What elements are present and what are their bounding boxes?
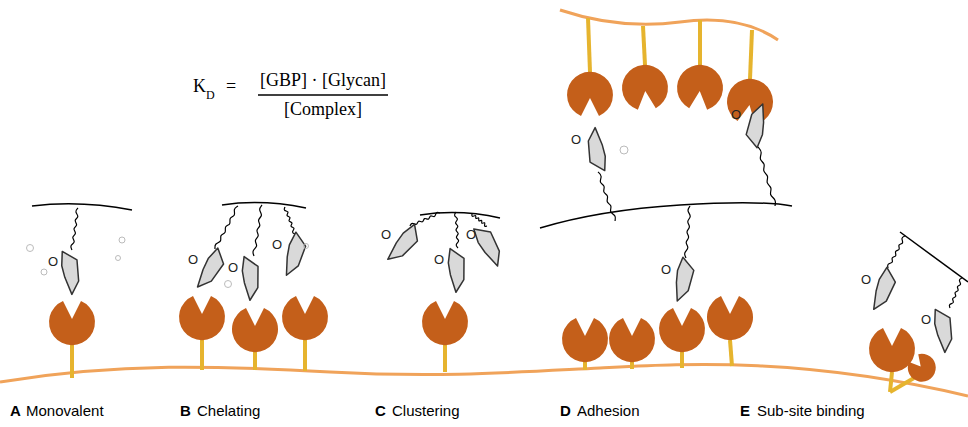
ring-oxygen: O	[861, 273, 871, 288]
panel-letter: D	[560, 402, 571, 419]
panel-title: Adhesion	[577, 402, 640, 419]
glycan-linker	[758, 147, 775, 206]
water-bubble	[27, 146, 629, 288]
formula-subscript: D	[206, 89, 215, 103]
panel-letter: C	[375, 402, 386, 419]
cell-membrane	[560, 10, 778, 40]
formula-equals: =	[226, 76, 236, 97]
ring-oxygen: O	[921, 313, 931, 328]
cell-membrane	[0, 365, 968, 396]
glycan-linker	[455, 212, 459, 248]
panel-title: Clustering	[392, 402, 460, 419]
ring-oxygen: O	[228, 261, 238, 276]
panel-title: Sub-site binding	[757, 402, 865, 419]
glycan-linker	[71, 208, 78, 250]
glycan-binding-protein	[49, 63, 941, 388]
glycan-linker	[598, 172, 615, 221]
panel-title: Monovalent	[26, 402, 104, 419]
panel-letter: A	[10, 402, 21, 419]
ring-oxygen: O	[272, 238, 282, 253]
ring-oxygen: O	[466, 228, 476, 243]
formula-denominator: [Complex]	[284, 99, 362, 120]
panel-letter: B	[180, 402, 191, 419]
glycan-linker	[472, 214, 487, 226]
glycan-surface	[32, 203, 968, 282]
glycan-linker	[215, 206, 238, 249]
formula-symbol: K	[193, 76, 206, 97]
ring-oxygen: O	[48, 255, 58, 270]
glycan-linker	[949, 278, 962, 308]
panel-title: Chelating	[197, 402, 260, 419]
glycan-linker	[71, 147, 962, 308]
panel-letter: E	[740, 402, 750, 419]
glycan-linker	[888, 236, 905, 268]
glycan-linker	[253, 205, 262, 256]
formula-numerator: [GBP] · [Glycan]	[260, 70, 386, 91]
glycan-linker	[685, 206, 691, 258]
ring-oxygen: O	[188, 253, 198, 268]
ring-oxygen: O	[434, 253, 444, 268]
ring-oxygen: O	[661, 263, 671, 278]
ring-oxygen: O	[731, 108, 741, 123]
ring-oxygen: O	[571, 133, 581, 148]
protein-stalk	[72, 18, 914, 392]
glycan-ring	[59, 102, 955, 353]
ring-oxygen: O	[381, 228, 391, 243]
glycan-linker	[284, 207, 295, 234]
fraction-bar	[258, 94, 388, 95]
